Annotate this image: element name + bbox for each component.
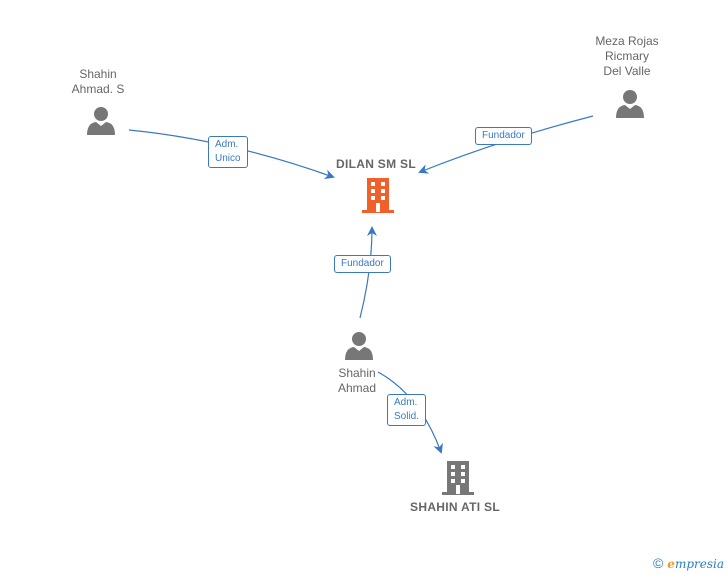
company-label-dilan-sm[interactable]: DILAN SM SL [336, 157, 416, 171]
edge-label-line: Adm. [394, 397, 418, 408]
brand-logo-text: mpresia [674, 557, 724, 571]
person-icon[interactable] [345, 332, 373, 360]
building-icon[interactable] [442, 461, 474, 495]
label-line: Del Valle [603, 64, 651, 78]
edge-label-fundador-meza[interactable]: Fundador [475, 127, 532, 145]
label-line: Ahmad [337, 381, 377, 395]
label-line: Ricmary [605, 49, 649, 63]
edge-label-line: Adm. [215, 139, 239, 150]
person-icon[interactable] [87, 107, 115, 135]
empresia-watermark[interactable]: ©empresia [653, 555, 724, 571]
label-line: Meza Rojas [595, 34, 659, 48]
label-line: Shahin [338, 366, 376, 380]
company-label-shahin-ati[interactable]: SHAHIN ATI SL [410, 500, 500, 514]
edge-label-line: Unico [215, 153, 241, 164]
label-line: Shahin [79, 67, 117, 81]
person-label-shahin-ahmad[interactable]: Shahin Ahmad [326, 366, 388, 396]
person-label-meza-rojas[interactable]: Meza Rojas Ricmary Del Valle [582, 34, 672, 79]
person-icon[interactable] [616, 90, 644, 118]
edge-label-adm-solid[interactable]: Adm. Solid. [387, 394, 427, 426]
edge-label-fundador-shahin[interactable]: Fundador [334, 255, 391, 273]
person-label-shahin-ahmad-s[interactable]: Shahin Ahmad. S [58, 67, 138, 97]
brand-logo-e: e [667, 557, 675, 571]
edge-fundador-shahin [359, 226, 377, 319]
edge-label-line: Solid. [394, 411, 420, 422]
building-icon[interactable] [362, 178, 394, 213]
edge-label-adm-unico[interactable]: Adm. Unico [208, 136, 248, 168]
copyright-icon: © [652, 555, 664, 571]
label-line: Ahmad. S [71, 82, 125, 96]
